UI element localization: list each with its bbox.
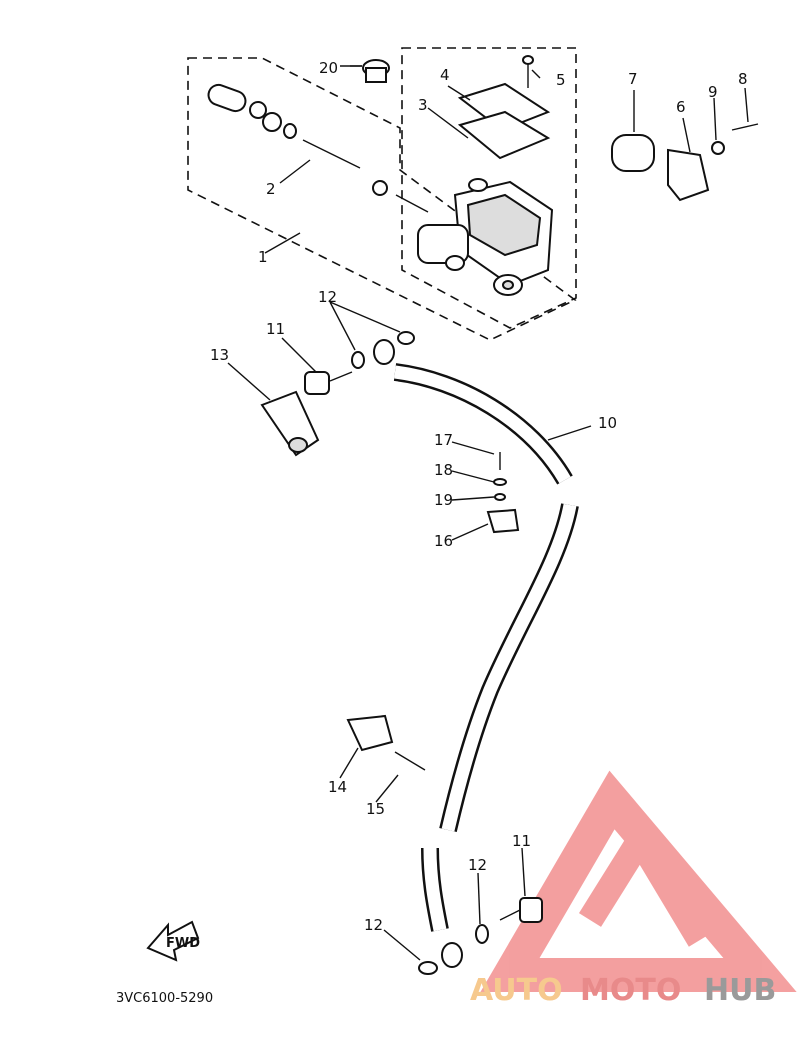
banjo-cover-parts (260, 331, 415, 457)
part-label-2: 2 (266, 180, 276, 198)
part-label-12-middle: 12 (468, 856, 487, 874)
bracket-parts (346, 714, 426, 771)
brake-hose (373, 339, 579, 968)
part-label-16: 16 (434, 532, 453, 550)
leader-lines (227, 65, 749, 961)
part-label-18: 18 (434, 461, 453, 479)
watermark-logo-icon (480, 770, 797, 992)
part-label-7: 7 (628, 70, 638, 88)
part-label-12-bottom: 12 (364, 916, 383, 934)
part-label-9: 9 (708, 83, 718, 101)
hose-clamp-parts (486, 452, 520, 534)
part-label-5: 5 (556, 71, 566, 89)
part-label-17: 17 (434, 431, 453, 449)
part-label-11-top: 11 (266, 320, 285, 338)
cap-part (350, 59, 390, 83)
master-cylinder-body (417, 178, 554, 296)
part-label-20: 20 (319, 59, 338, 77)
piston-kit (207, 83, 429, 213)
part-label-12-top: 12 (318, 288, 337, 306)
part-label-1: 1 (258, 248, 268, 266)
reservoir-cover-parts (457, 55, 551, 160)
part-label-11-bottom: 11 (512, 832, 531, 850)
part-label-4: 4 (440, 66, 450, 84)
part-label-8: 8 (738, 70, 748, 88)
part-label-3: 3 (418, 96, 428, 114)
watermark-hub: HUB (704, 973, 776, 1008)
part-label-19: 19 (434, 491, 453, 509)
part-label-10: 10 (598, 414, 617, 432)
part-label-13: 13 (210, 346, 229, 364)
watermark-moto: MOTO (580, 973, 681, 1008)
part-label-15: 15 (366, 800, 385, 818)
watermark-auto: AUTO (470, 973, 563, 1008)
part-label-6: 6 (676, 98, 686, 116)
forward-arrow-icon: FWD (146, 920, 200, 962)
watermark-text: AUTO MOTO HUB (470, 973, 776, 1008)
part-label-14: 14 (328, 778, 347, 796)
lower-banjo-parts (418, 897, 543, 975)
holder-parts (611, 123, 759, 202)
fwd-label: FWD (166, 936, 200, 951)
part-labels: 20 4 3 5 7 6 9 8 2 1 12 11 13 10 17 18 1… (210, 59, 748, 934)
diagram-code: 3VC6100-5290 (116, 991, 213, 1006)
